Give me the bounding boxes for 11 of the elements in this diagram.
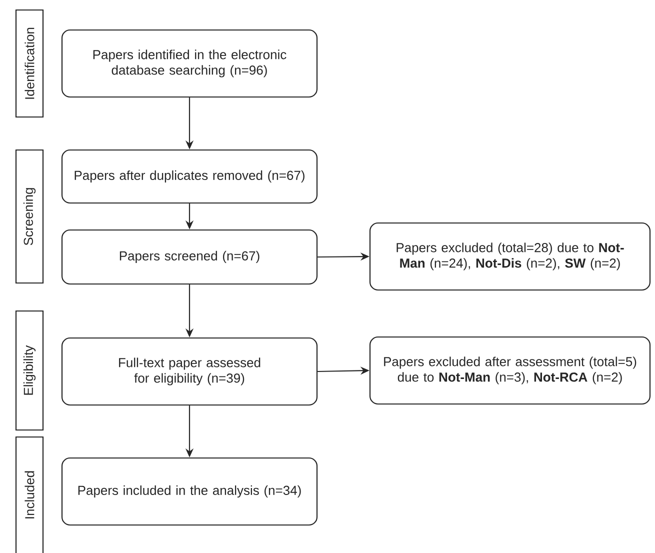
process-box: Papers after duplicates removed (n=67) <box>61 149 318 204</box>
process-box: Papers identified in the electronic database searching (n=96) <box>61 29 318 98</box>
stage-band: Identification <box>15 9 44 118</box>
stage-band: Included <box>15 436 44 553</box>
exclusion-box: Papers excluded after assessment (total=5) due to Not-Man (n=3), Not-RCA (n=2) <box>369 336 651 405</box>
stage-band: Screening <box>15 149 44 284</box>
process-box: Full-text paper assessed for eligibility (n=39) <box>61 337 318 406</box>
stage-band: Eligibility <box>15 310 44 431</box>
exclusion-box: Papers excluded (total=28) due to Not-Man (n=24), Not-Dis (n=2), SW (n=2) <box>369 222 651 291</box>
process-box: Papers included in the analysis (n=34) <box>61 457 318 526</box>
process-box: Papers screened (n=67) <box>61 229 318 285</box>
